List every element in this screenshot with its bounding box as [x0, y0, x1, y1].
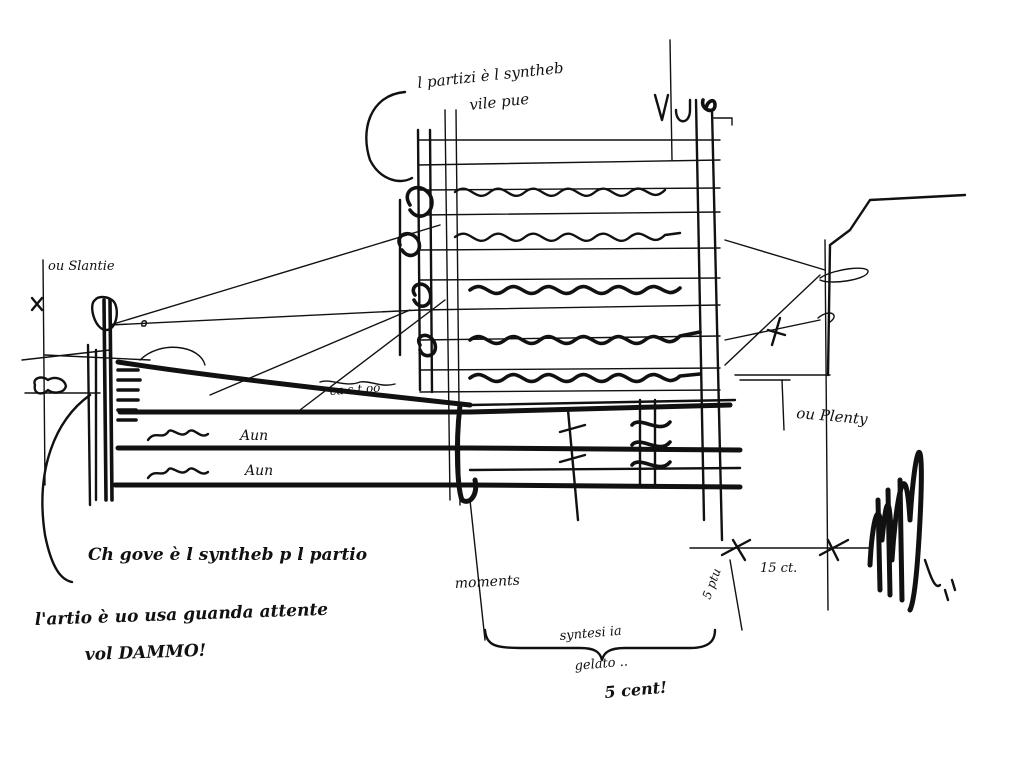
- ground-bands: [112, 402, 743, 490]
- center-slope-label: ca s t oo: [329, 380, 381, 398]
- central-building: [365, 39, 733, 542]
- right-bottom-label: ou Plenty: [796, 404, 869, 428]
- left-post-structure: [21, 259, 206, 584]
- bottom-left-note: Ch gove è l syntheb p l partio: [88, 545, 367, 565]
- brace-label-line2: gelato ..: [574, 654, 628, 674]
- right-vertical-label: 5 ptu: [700, 566, 724, 601]
- brace-label-line1: syntesi ia: [559, 624, 622, 644]
- bottom-quote-line2: vol DAMMO!: [84, 641, 206, 665]
- right-measure-label: 15 ct.: [760, 561, 797, 576]
- bottom-brace: [483, 628, 717, 662]
- bottom-quote-line1: l'artio è uo usa guanda attente: [34, 600, 328, 630]
- sloped-roof: [115, 359, 737, 408]
- right-wing: [689, 193, 967, 631]
- brace-label-line3: 5 cent!: [604, 678, 668, 702]
- top-note-line1: l partizi è l syntheb: [417, 59, 565, 92]
- left-top-label: ou Slantie: [48, 259, 115, 274]
- wave-label-2: Aun: [243, 463, 273, 479]
- wave-label-1: Aun: [238, 428, 268, 444]
- bottom-moments-label: moments: [454, 573, 520, 592]
- labels: l partizi è l syntheb vile pue ou Slanti…: [34, 59, 868, 702]
- band-ticks: [454, 398, 672, 641]
- top-note-line2: vile pue: [469, 90, 531, 114]
